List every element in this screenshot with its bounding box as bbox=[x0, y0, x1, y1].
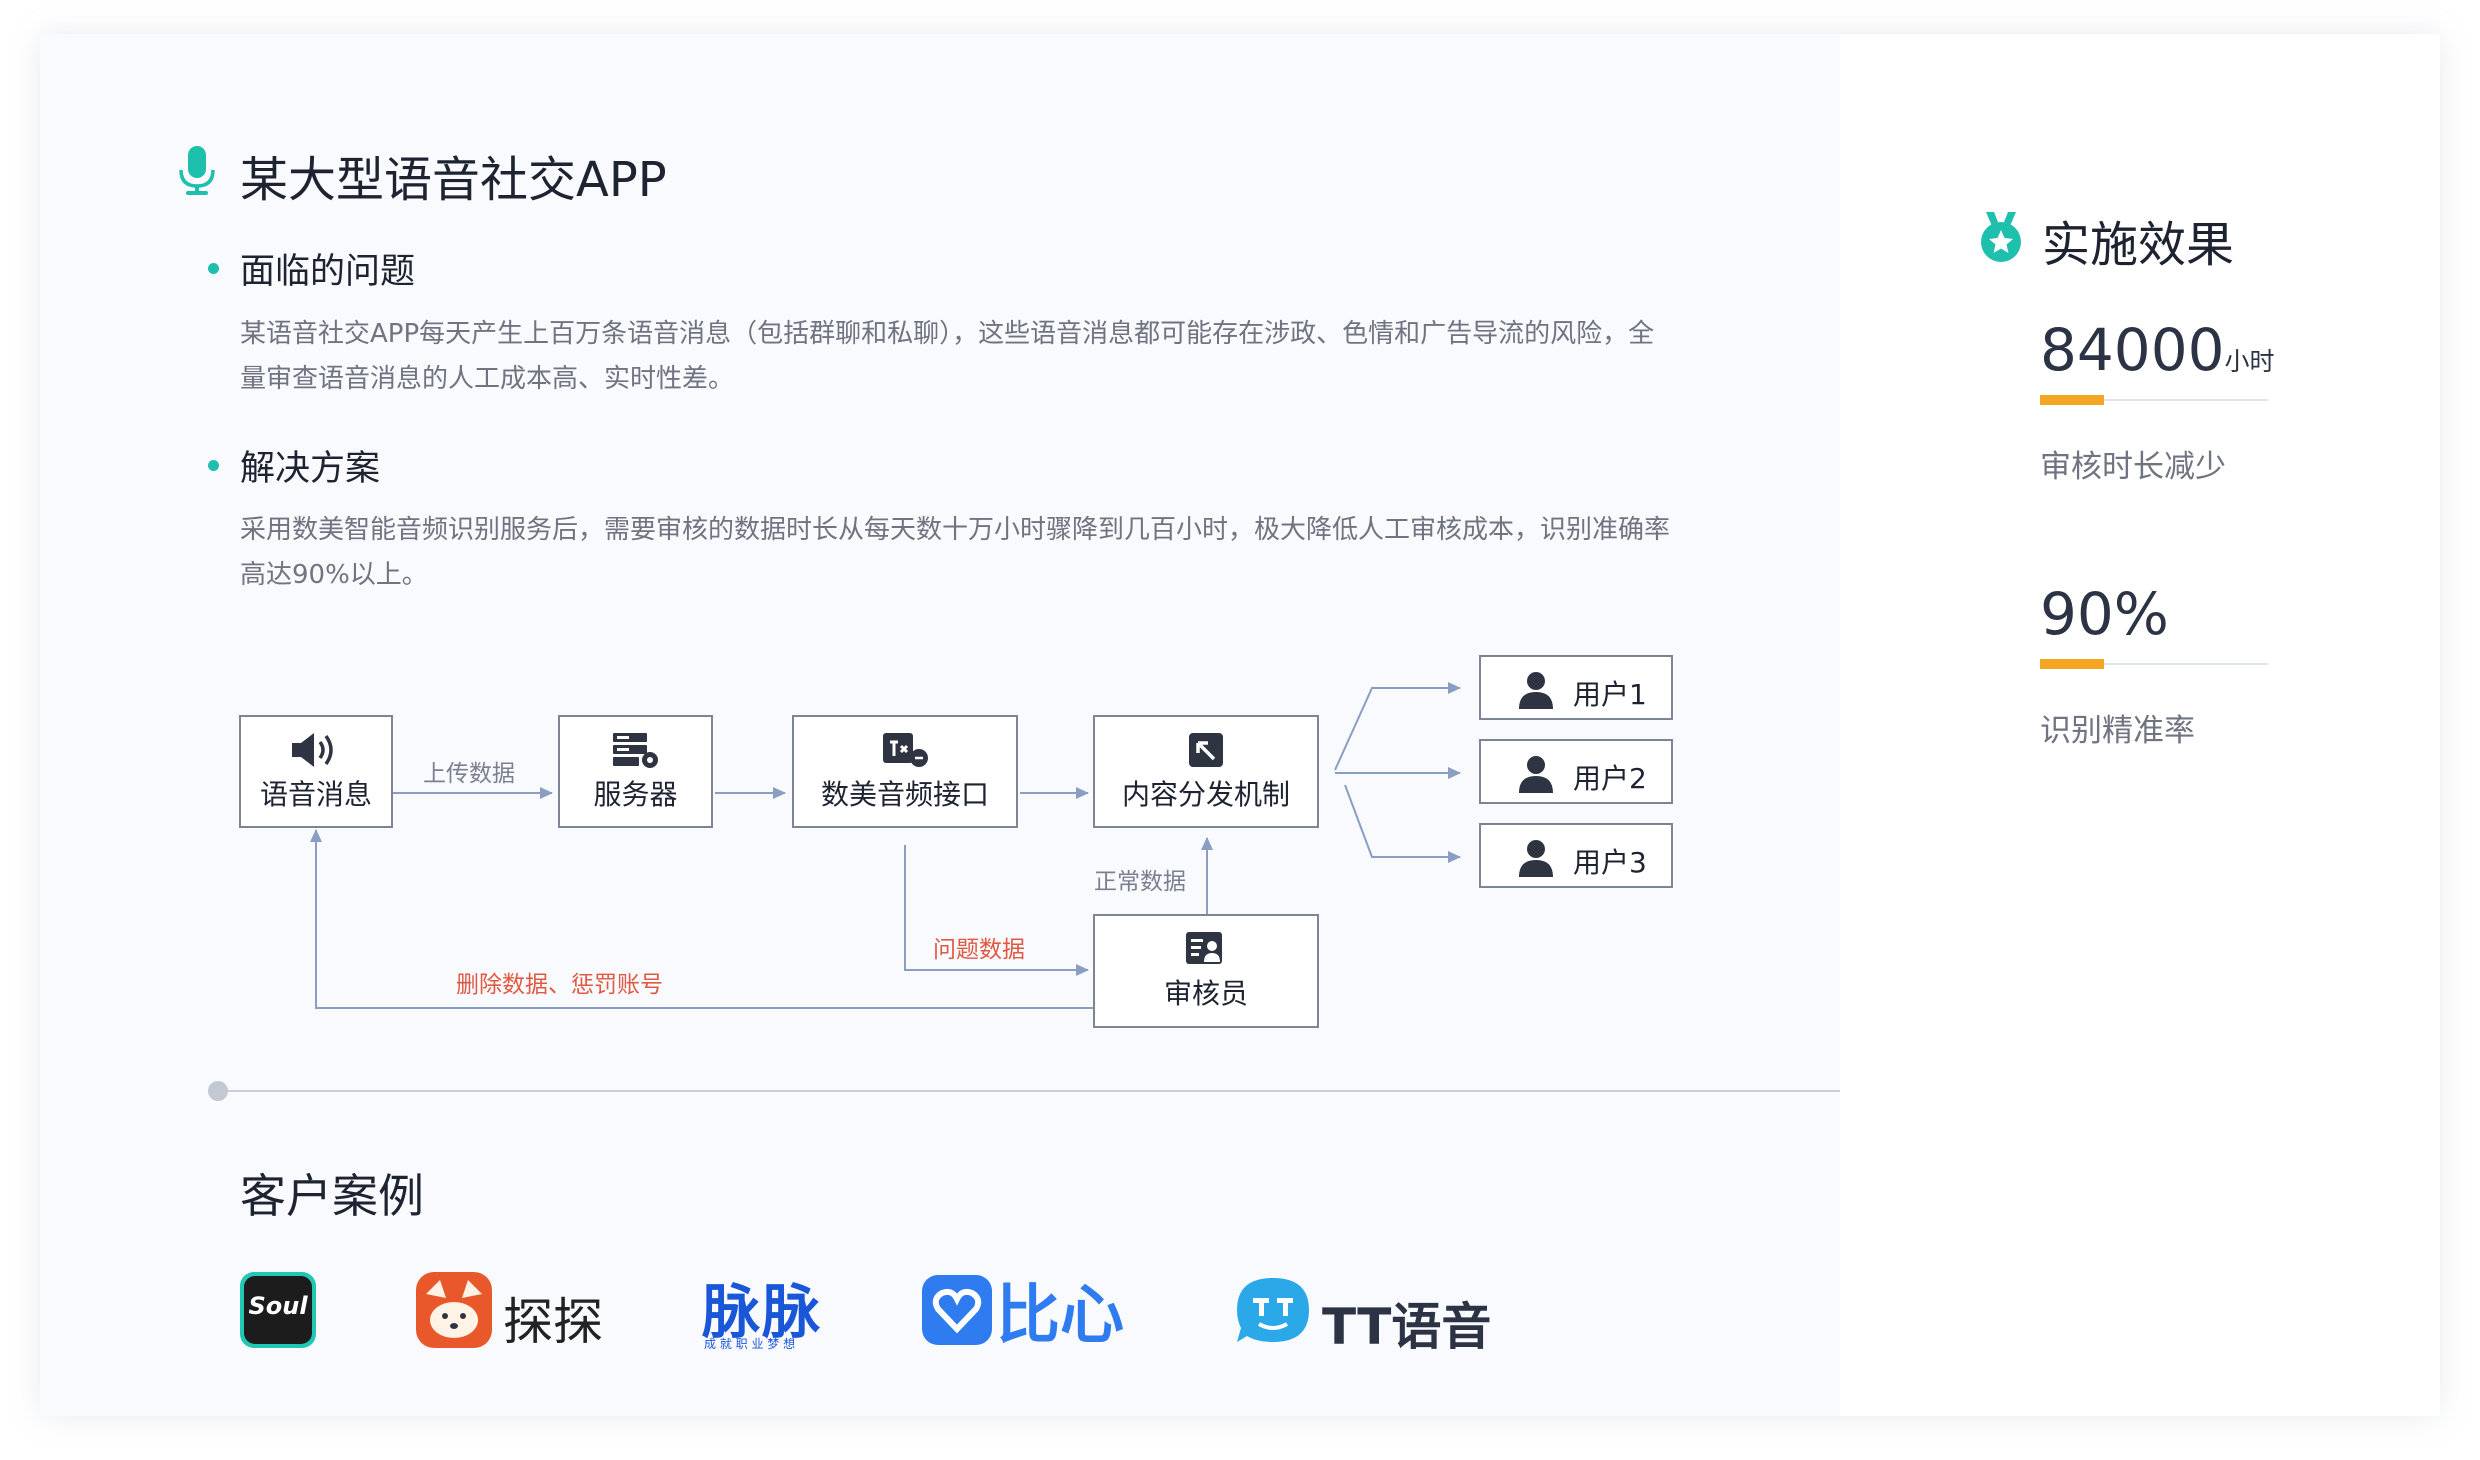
speaker-icon bbox=[292, 733, 333, 767]
cases-heading: 客户案例 bbox=[240, 1169, 424, 1223]
problem-text: 某语音社交APP每天产生上百万条语音消息（包括群聊和私聊），这些语音消息都可能存… bbox=[240, 319, 1655, 394]
upload-label: 上传数据 bbox=[423, 761, 515, 787]
tt-logo-text: TT语音 bbox=[1322, 1298, 1492, 1356]
metric-hours: 84000小时 bbox=[2040, 316, 2275, 384]
maimai-logo-text: 脉脉 bbox=[702, 1278, 823, 1346]
maimai-tagline: 成 就 职 业 梦 想 bbox=[704, 1337, 796, 1351]
audio-api-node: 数美音频接口 bbox=[792, 715, 1018, 828]
divider-line bbox=[2040, 399, 2268, 401]
bullet-dot bbox=[208, 460, 219, 471]
user-node-3: 用户3 bbox=[1479, 823, 1673, 888]
tantan-logo bbox=[416, 1272, 492, 1348]
medal-icon bbox=[1981, 212, 2021, 262]
reviewer-label: 审核员 bbox=[1163, 977, 1248, 1010]
problem-data-label: 问题数据 bbox=[933, 937, 1025, 963]
heart-icon bbox=[932, 1288, 982, 1334]
accent-bar bbox=[2040, 395, 2104, 405]
metric-accuracy-label: 识别精准率 bbox=[2040, 713, 2195, 749]
metric-accuracy: 90% bbox=[2040, 580, 2169, 648]
audio-api-label: 数美音频接口 bbox=[820, 778, 989, 811]
microphone-icon bbox=[179, 146, 215, 195]
solution-text: 采用数美智能音频识别服务后，需要审核的数据时长从每天数十万小时骤降到几百小时，极… bbox=[240, 515, 1671, 590]
dispatch-node: 内容分发机制 bbox=[1093, 715, 1319, 828]
dispatch-icon bbox=[1189, 733, 1223, 767]
metric-accuracy-value: 90% bbox=[2040, 580, 2169, 648]
user-icon bbox=[1519, 840, 1553, 877]
metric-hours-unit: 小时 bbox=[2224, 347, 2275, 376]
reviewer-icon bbox=[1186, 932, 1222, 964]
normal-data-label: 正常数据 bbox=[1094, 869, 1186, 895]
reviewer-node: 审核员 bbox=[1093, 914, 1319, 1028]
tantan-logo-text: 探探 bbox=[503, 1293, 603, 1351]
delete-punish-label: 删除数据、惩罚账号 bbox=[456, 972, 663, 998]
soul-logo-text: Soul bbox=[248, 1292, 308, 1320]
bullet-dot bbox=[208, 263, 219, 274]
solution-heading: 解决方案 bbox=[240, 449, 381, 489]
fox-icon bbox=[426, 1280, 482, 1338]
api-icon bbox=[883, 733, 928, 767]
user-icon bbox=[1519, 672, 1553, 709]
server-node: 服务器 bbox=[558, 715, 713, 828]
metric-hours-label: 审核时长减少 bbox=[2040, 449, 2226, 485]
accent-bar bbox=[2040, 659, 2104, 669]
effects-title: 实施效果 bbox=[2042, 217, 2235, 273]
metric-hours-value: 84000 bbox=[2040, 316, 2225, 384]
divider-line bbox=[2040, 663, 2268, 665]
dispatch-label: 内容分发机制 bbox=[1121, 778, 1290, 811]
voice-message-label: 语音消息 bbox=[259, 778, 372, 811]
server-icon bbox=[612, 733, 658, 768]
bixin-logo bbox=[922, 1275, 992, 1345]
user-label-3: 用户3 bbox=[1573, 846, 1647, 879]
user-label-1: 用户1 bbox=[1573, 678, 1647, 711]
case-title: 某大型语音社交APP bbox=[240, 152, 667, 208]
server-label: 服务器 bbox=[593, 778, 678, 811]
user-icon bbox=[1519, 756, 1553, 793]
user-node-1: 用户1 bbox=[1479, 655, 1673, 720]
user-node-2: 用户2 bbox=[1479, 739, 1673, 804]
user-label-2: 用户2 bbox=[1573, 762, 1647, 795]
tt-logo-icon bbox=[1237, 1278, 1309, 1342]
bixin-logo-text: 比心 bbox=[996, 1279, 1124, 1353]
soul-logo: Soul bbox=[240, 1272, 316, 1348]
voice-message-node: 语音消息 bbox=[239, 715, 393, 828]
problem-heading: 面临的问题 bbox=[240, 252, 416, 292]
